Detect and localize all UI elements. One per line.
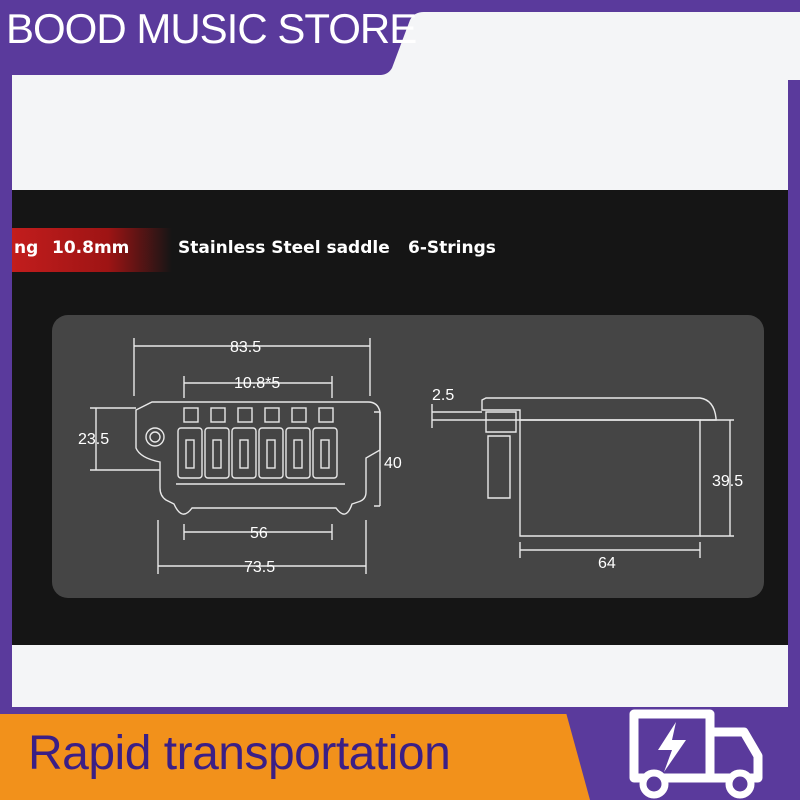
- bridge-side-body: [481, 397, 717, 421]
- shipping-banner: [0, 714, 590, 800]
- mounting-screw-icon: [145, 427, 165, 447]
- dim-depth: 40: [384, 455, 402, 472]
- diagram-panel: [52, 315, 764, 598]
- delivery-truck-icon: [629, 709, 763, 799]
- dim-block-width: 64: [598, 555, 616, 572]
- dim-string-spacing: 10.8*5: [234, 375, 280, 392]
- dim-plate-thickness: 2.5: [432, 387, 454, 404]
- spec-strings: 6-Strings: [408, 238, 496, 258]
- dim-screw-spacing: 56: [250, 525, 268, 542]
- dim-block-height: 39.5: [712, 473, 743, 490]
- spec-spacing: 10.8mm: [52, 238, 130, 258]
- store-name: BOOD MUSIC STORE: [6, 5, 417, 52]
- bridge-front-body: [135, 401, 381, 515]
- dim-overall-width: 83.5: [230, 339, 261, 356]
- dim-height-front: 23.5: [78, 431, 109, 448]
- spec-saddle: Stainless Steel saddle: [178, 238, 390, 258]
- saddles: [176, 407, 345, 485]
- spec-partial: ng: [14, 238, 39, 258]
- dim-base-width: 73.5: [244, 559, 275, 576]
- store-tab: [0, 0, 400, 58]
- banner-text: Rapid transportation: [28, 727, 451, 780]
- red-highlight-strip: [12, 228, 172, 272]
- panel-corner: [340, 12, 800, 80]
